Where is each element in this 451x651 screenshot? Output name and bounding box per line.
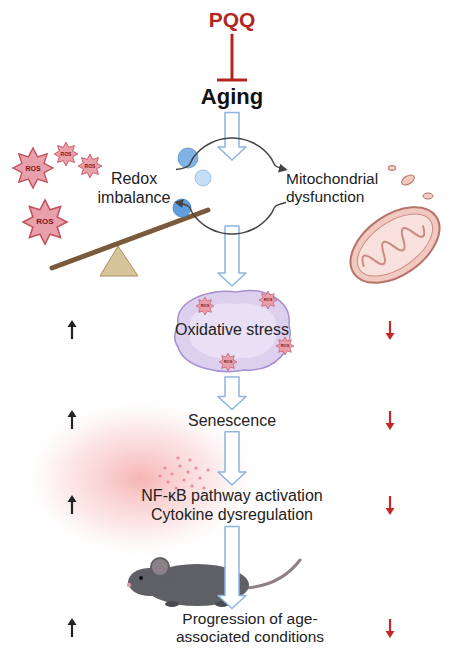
increase-arrow <box>68 495 77 514</box>
node-text: PQQ <box>187 7 277 32</box>
increase-arrow <box>68 618 77 637</box>
ros-star <box>219 353 237 371</box>
intervention-label: PQQ <box>187 7 277 32</box>
ros-label: ROS <box>201 304 210 308</box>
increase-arrow <box>68 320 77 339</box>
mitochondrion-outer <box>337 192 451 299</box>
ros-label: ROS <box>61 152 72 157</box>
ros-label: ROS <box>36 218 53 226</box>
node-text: Progression of age-associated conditions <box>162 610 338 647</box>
ros-star <box>23 200 67 244</box>
inhibition-arrow <box>217 34 247 80</box>
antioxidant-sphere <box>195 170 211 186</box>
node-text: Senescence <box>167 411 297 430</box>
antioxidant-sphere <box>178 148 198 168</box>
node-text: Aging <box>177 84 287 110</box>
mouse-nose <box>127 583 131 587</box>
ros-label: ROS <box>264 298 273 302</box>
ros-label: ROS <box>224 360 233 364</box>
ros-star <box>13 148 53 188</box>
ros-star <box>78 154 102 178</box>
ros-label: ROS <box>85 164 96 169</box>
decrease-arrow <box>386 321 395 340</box>
process-label: NF-κB pathway activationCytokine dysregu… <box>107 486 357 524</box>
node-text: Cytokine dysregulation <box>107 505 357 524</box>
mitochondrion-cristae <box>359 218 428 274</box>
cytokine-dots <box>158 456 209 489</box>
node-text: Redox imbalance <box>92 169 176 207</box>
seesaw-plank <box>52 210 208 268</box>
mitochondrion-inner <box>347 201 444 288</box>
decrease-arrow <box>386 619 395 638</box>
ros-star <box>196 297 214 315</box>
node-text: NF-κB pathway activation <box>107 486 357 505</box>
cycle-arrow <box>176 202 286 234</box>
flow-arrow <box>218 377 246 410</box>
antioxidant-sphere <box>173 199 191 217</box>
flow-arrow <box>218 526 246 608</box>
mouse-tail <box>246 560 300 588</box>
process-label: Redox imbalance <box>92 169 176 207</box>
mitochondrion-icon <box>337 192 451 299</box>
ros-label: ROS <box>281 344 290 348</box>
ros-star <box>54 142 78 166</box>
mitochondrion-fragment <box>400 173 416 187</box>
ros-label: ROS <box>25 165 40 172</box>
mouse-foot <box>165 601 179 607</box>
mouse-eye <box>139 576 143 580</box>
mitochondrion-fragment <box>423 193 433 199</box>
process-label: Senescence <box>167 411 297 430</box>
outcome-label: Progression of age-associated conditions <box>162 610 338 647</box>
cycle-arrow <box>176 138 286 170</box>
process-label: Mitochondrial dysfunction <box>286 170 390 207</box>
node-text: Mitochondrial dysfunction <box>286 170 390 207</box>
mitochondrion-fragment <box>388 166 396 171</box>
decrease-arrow <box>386 496 395 515</box>
node-text: Oxidative stress <box>166 320 298 339</box>
ros-star <box>276 337 294 355</box>
flow-arrow <box>218 432 246 485</box>
mouse-ear <box>151 558 169 576</box>
decrease-arrow <box>386 411 395 430</box>
mouse-icon <box>127 558 300 607</box>
process-label: Aging <box>177 84 287 110</box>
ros-star <box>259 291 277 309</box>
increase-arrow <box>68 410 77 429</box>
